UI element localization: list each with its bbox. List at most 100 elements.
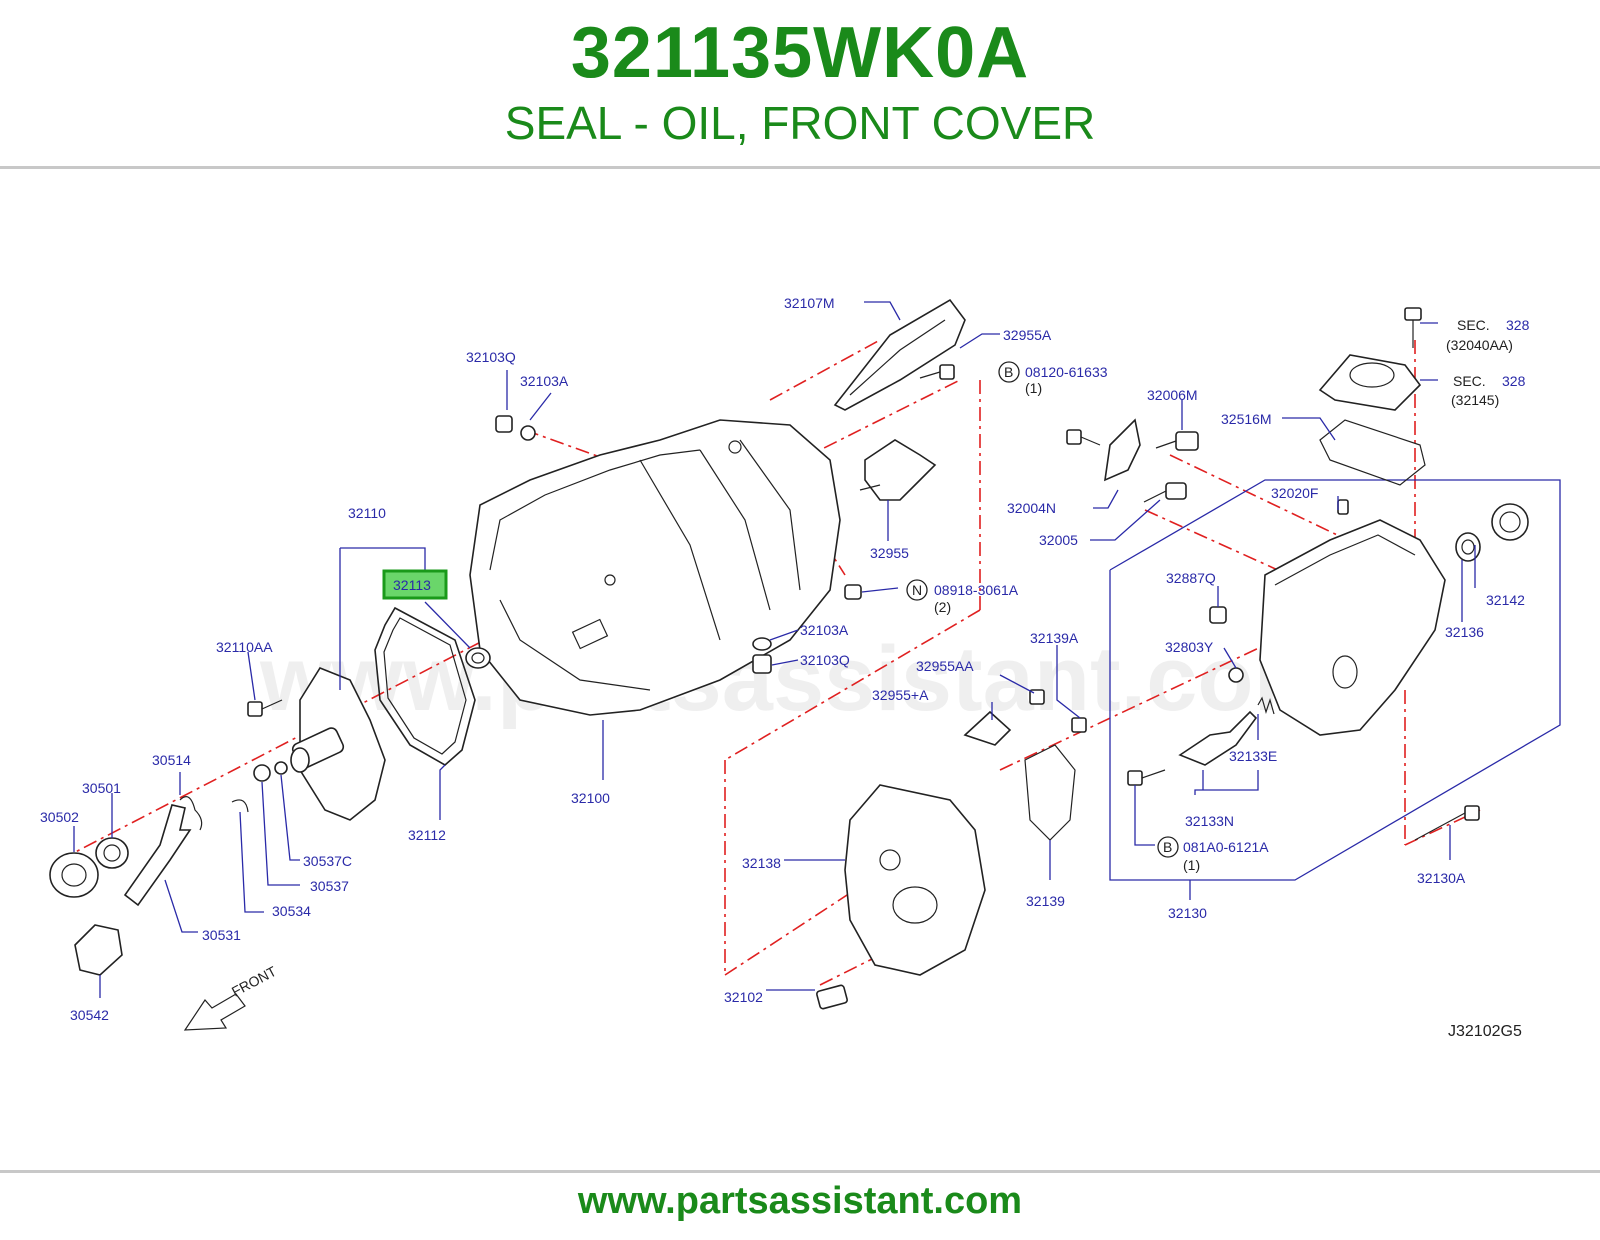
front-direction-arrow: FRONT xyxy=(183,963,279,1031)
header-divider xyxy=(0,166,1600,169)
label-32110: 32110 xyxy=(348,505,386,521)
label-32113: 32113 xyxy=(393,577,431,593)
page-header: 321135WK0A SEAL - OIL, FRONT COVER xyxy=(0,0,1600,168)
label-30537: 30537 xyxy=(310,878,349,894)
seal-30502 xyxy=(49,852,99,898)
watermark-text: www.partsassistant.com xyxy=(259,628,1335,730)
label-08918-3061A: 08918-3061A xyxy=(934,582,1019,598)
oil-seal-32113 xyxy=(465,647,491,669)
label-32133N: 32133N xyxy=(1185,813,1234,829)
transmission-case-32100 xyxy=(469,419,841,716)
marker-b-top: B xyxy=(1004,364,1013,380)
label-081A0-qty: (1) xyxy=(1183,857,1200,873)
seal-32142 xyxy=(1491,503,1529,541)
bolt-32139A xyxy=(1071,717,1087,733)
lever-32133N xyxy=(1178,710,1258,766)
label-32142: 32142 xyxy=(1486,592,1525,608)
bracket-32955 xyxy=(859,439,937,501)
label-32138: 32138 xyxy=(742,855,781,871)
label-32107M: 32107M xyxy=(784,295,835,311)
ring-30537C xyxy=(274,761,288,775)
switch-32006M xyxy=(1155,431,1199,451)
circle-markers: B N B xyxy=(906,361,1179,858)
switch-32005 xyxy=(1143,482,1187,503)
seal-32136 xyxy=(1455,532,1481,562)
label-sec-2: SEC. xyxy=(1453,373,1486,389)
label-32955A: 32955A xyxy=(1003,327,1052,343)
exploded-parts-diagram: www.partsassistant.com xyxy=(40,295,1561,1040)
front-label: FRONT xyxy=(229,963,279,1000)
release-bearing-30501 xyxy=(95,837,129,869)
label-32139: 32139 xyxy=(1026,893,1065,909)
case-assembly-outline xyxy=(1109,479,1561,881)
bolt-32955AA xyxy=(1029,689,1045,705)
filler-plug-32103Q-mid xyxy=(752,637,772,674)
bracket-32955pA xyxy=(963,710,1012,746)
label-sec-1-num: 328 xyxy=(1506,317,1530,333)
label-32005: 32005 xyxy=(1039,532,1078,548)
front-cover-32110 xyxy=(290,667,386,821)
label-32103A-mid: 32103A xyxy=(800,622,849,638)
label-08120-61633: 08120-61633 xyxy=(1025,364,1108,380)
label-32103Q-top: 32103Q xyxy=(466,349,516,365)
bushing-32887Q xyxy=(1209,606,1227,624)
label-32136: 32136 xyxy=(1445,624,1484,640)
part-labels: 32107M 32955A 32103Q 32103A 08120-61633 … xyxy=(40,295,1530,1040)
label-32102: 32102 xyxy=(724,989,763,1005)
label-08918-qty: (2) xyxy=(934,599,951,615)
ring-32803Y xyxy=(1228,667,1244,683)
bolt-08120 xyxy=(1066,429,1101,446)
label-sec-1: SEC. xyxy=(1457,317,1490,333)
marker-n: N xyxy=(912,582,922,598)
label-sec-2-num: 328 xyxy=(1502,373,1526,389)
label-30501: 30501 xyxy=(82,780,121,796)
label-32110AA: 32110AA xyxy=(216,639,273,655)
bolt-32110AA xyxy=(247,699,283,717)
label-32955pA: 32955+A xyxy=(872,687,929,703)
label-08120-qty: (1) xyxy=(1025,380,1042,396)
label-sec-1-ref: (32040AA) xyxy=(1446,337,1513,353)
label-32803Y: 32803Y xyxy=(1165,639,1214,655)
boot-30542 xyxy=(74,924,123,976)
drain-plug-32103Q-top xyxy=(495,415,536,441)
label-30514: 30514 xyxy=(152,752,191,768)
label-081A0-6121A: 081A0-6121A xyxy=(1183,839,1269,855)
gasket-32112 xyxy=(374,606,476,766)
label-30531: 30531 xyxy=(202,927,241,943)
spring-30514 xyxy=(179,796,203,831)
label-32887Q: 32887Q xyxy=(1166,570,1216,586)
plate-32139 xyxy=(1024,744,1076,841)
diagram-code: J32102G5 xyxy=(1448,1023,1522,1040)
label-32133E: 32133E xyxy=(1229,748,1277,764)
top-cover-32107M xyxy=(833,298,966,411)
bolt-081A0 xyxy=(1127,769,1166,786)
pivot-30537 xyxy=(253,764,271,782)
label-32006M: 32006M xyxy=(1147,387,1198,403)
bolt-sec328 xyxy=(1404,307,1422,348)
label-32103A-top: 32103A xyxy=(520,373,569,389)
plate-32102 xyxy=(816,984,848,1010)
label-sec-2-ref: (32145) xyxy=(1451,392,1499,408)
rear-extension-32130 xyxy=(1259,519,1446,736)
label-30542: 30542 xyxy=(70,1007,109,1023)
part-number-title: 321135WK0A xyxy=(570,13,1030,93)
label-30534: 30534 xyxy=(272,903,311,919)
label-32100: 32100 xyxy=(571,790,610,806)
label-32130: 32130 xyxy=(1168,905,1207,921)
bolt-32955A xyxy=(919,364,955,380)
part-name-subtitle: SEAL - OIL, FRONT COVER xyxy=(504,97,1096,149)
label-30502: 30502 xyxy=(40,809,79,825)
bracket-32004N xyxy=(1104,418,1141,482)
spring-32133E xyxy=(1257,696,1275,715)
footer-website-link[interactable]: www.partsassistant.com xyxy=(577,1180,1023,1222)
pin-32020F xyxy=(1337,499,1349,515)
label-32112: 32112 xyxy=(408,827,446,843)
gasket-32516M xyxy=(1319,419,1426,486)
label-32130A: 32130A xyxy=(1417,870,1466,886)
label-30537C: 30537C xyxy=(303,853,352,869)
clip-30534 xyxy=(231,799,249,813)
highlight-box-32113 xyxy=(382,569,448,600)
label-32103Q-mid: 32103Q xyxy=(800,652,850,668)
nut-08918 xyxy=(844,584,862,600)
marker-b-bottom: B xyxy=(1163,839,1172,855)
